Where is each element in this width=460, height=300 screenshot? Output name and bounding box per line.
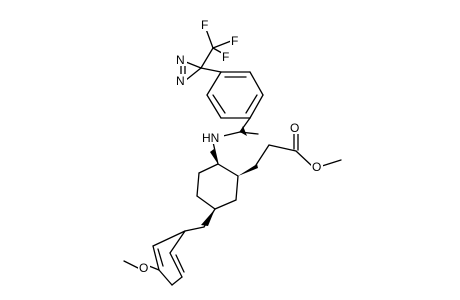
bond-ph2-c (171, 276, 183, 286)
bond-ome-methyl (123, 260, 139, 269)
bond-ph2-d (158, 269, 173, 286)
bond-ph1-e (206, 94, 222, 119)
atom-f-top: F (201, 18, 208, 32)
bond-ph2-inner-b (157, 248, 164, 267)
atom-f-right: F (231, 34, 238, 48)
wedge-cyclohexane-benzyl (201, 209, 215, 226)
bond-ester-methyl (321, 159, 342, 167)
bond-diazirine-phenyl (200, 67, 222, 73)
bond-ph1-f (206, 71, 222, 96)
bond-chain-c (295, 150, 313, 167)
atom-o-methoxy: O (139, 261, 148, 275)
bond-ph1-inner-b (245, 94, 258, 114)
bond-ph2-b (169, 252, 183, 278)
bond-cf3-f2 (212, 40, 232, 49)
bond-ph1-c (249, 94, 264, 119)
bond-diazirine-n1 (185, 61, 202, 69)
wedge-cyclohexane-nh (210, 149, 218, 164)
bond-chain-b (268, 144, 297, 152)
bond-cf3-diazirine (200, 47, 214, 69)
bond-cy-a (217, 163, 239, 177)
atom-labels: F F F N N HN O O O (138, 18, 323, 275)
atom-o-carbonyl: O (290, 121, 299, 135)
atom-o-ester: O (312, 160, 321, 174)
bond-ph2-e (152, 245, 160, 271)
bond-diazirine-n2 (185, 67, 202, 81)
bond-cy-c (214, 199, 237, 210)
bond-nh-ring (212, 141, 219, 165)
bond-ph2-a (169, 230, 186, 254)
bond-ch2-ph2 (184, 226, 205, 232)
wedge-cyclohexane-chain (238, 164, 258, 176)
bond-ph2-inner-a (175, 254, 185, 273)
bonds (123, 28, 342, 286)
bond-cy-f (198, 163, 219, 174)
bond-cy-d (196, 195, 216, 210)
bond-cy-e (196, 172, 200, 197)
bond-ph2-f (152, 230, 186, 247)
wedge-nh-methine (240, 126, 247, 136)
bond-ph1-inner-c (212, 94, 226, 114)
bond-cy-b (235, 175, 239, 201)
atom-n-lower: N (176, 74, 185, 88)
bond-ch-nh (222, 131, 241, 137)
atom-n-upper: N (176, 53, 185, 67)
bond-cf3-f1 (205, 28, 214, 49)
bond-chain-a (255, 144, 270, 166)
bond-ph1-b (249, 71, 264, 96)
atom-f-lower: F (222, 50, 229, 64)
bond-ph2-ome (148, 265, 160, 271)
atom-amine-nh: HN (202, 131, 219, 145)
